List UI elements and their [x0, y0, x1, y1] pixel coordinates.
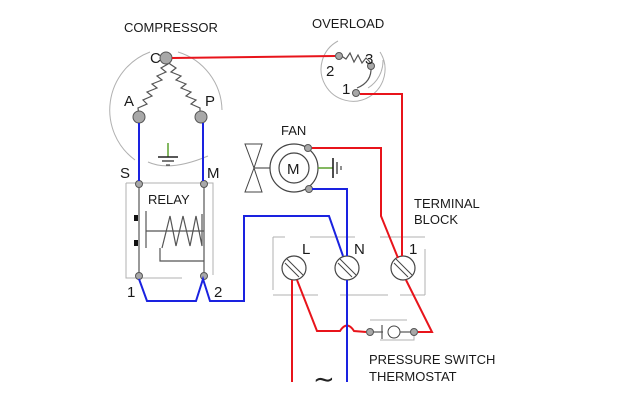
compressor-label: COMPRESSOR — [124, 20, 218, 35]
wire-fan-live — [312, 147, 399, 259]
overload-label: OVERLOAD — [312, 16, 384, 31]
terminal-c — [159, 51, 173, 65]
fan: FAN M — [244, 123, 342, 193]
compressor-housing-left — [109, 51, 151, 161]
screw-terminal-1 — [390, 255, 416, 281]
overload-terminal-1 — [352, 89, 360, 97]
overload-terminal-1-label: 1 — [342, 81, 350, 98]
terminal-block-label-1: TERMINAL — [414, 196, 480, 211]
run-winding-icon — [166, 59, 201, 116]
overload-terminal-2-label: 2 — [326, 63, 334, 80]
terminal-n-label: N — [354, 241, 365, 258]
terminal-a-label: A — [124, 93, 134, 110]
relay-housing-top — [126, 182, 214, 275]
fan-blade-icon — [244, 143, 263, 193]
overload-bimetal — [356, 66, 372, 89]
pressure-switch: PRESSURE SWITCH THERMOSTAT — [366, 319, 495, 384]
pressure-switch-label-1: PRESSURE SWITCH — [369, 352, 495, 367]
relay-coil-icon — [161, 214, 203, 249]
compressor-housing-right — [177, 51, 223, 111]
terminal-l-label: L — [302, 241, 310, 258]
terminal-c-label: C — [150, 50, 161, 67]
relay-terminal-m-label: M — [207, 165, 220, 182]
screw-terminal-l — [281, 255, 307, 281]
fan-label: FAN — [281, 123, 306, 138]
relay-terminal-2-label: 2 — [214, 284, 222, 301]
fan-terminal-live — [304, 144, 312, 152]
pressure-switch-terminal-left — [366, 328, 374, 336]
terminal-block: TERMINAL BLOCK L N 1 — [272, 196, 480, 296]
wire-terminal-1-to-switch — [405, 279, 434, 333]
wire-overload-to-terminal-1 — [360, 93, 403, 256]
wire-c-to-overload — [171, 55, 336, 59]
relay-contact-lower — [134, 240, 138, 246]
overload-housing-right — [367, 59, 384, 89]
pressure-switch-terminal-right — [410, 328, 418, 336]
overload-housing — [320, 40, 386, 102]
thermostat-bulb-icon — [387, 325, 401, 339]
fan-motor-symbol: M — [287, 161, 300, 178]
compressor: COMPRESSOR C A P — [109, 20, 223, 167]
pressure-switch-label-2: THERMOSTAT — [369, 369, 457, 384]
terminal-1-label: 1 — [409, 241, 417, 258]
overload-terminal-2 — [335, 52, 343, 60]
ac-source-icon: ∼ — [313, 365, 335, 395]
relay-terminal-1-label: 1 — [127, 284, 135, 301]
overload: OVERLOAD 2 3 1 — [312, 16, 386, 102]
relay-terminal-1 — [135, 272, 143, 280]
terminal-p-label: P — [205, 93, 215, 110]
relay-terminal-s-label: S — [120, 165, 130, 182]
terminal-a — [132, 110, 146, 124]
relay-coil-return — [159, 248, 204, 262]
relay-terminal-2 — [200, 272, 208, 280]
start-winding-icon — [137, 59, 169, 117]
wire-l-to-switch — [296, 279, 367, 333]
screw-terminal-n — [334, 255, 360, 281]
compressor-housing-bottom — [147, 155, 209, 167]
relay-contact-upper — [134, 215, 138, 221]
wire-fan-neutral — [312, 188, 348, 256]
wire-relay-to-n — [138, 215, 344, 302]
relay-label: RELAY — [148, 192, 190, 207]
terminal-p — [194, 110, 208, 124]
overload-heater-icon — [339, 51, 371, 65]
fan-terminal-neutral — [305, 185, 313, 193]
overload-terminal-3-label: 3 — [365, 51, 373, 68]
terminal-block-label-2: BLOCK — [414, 212, 458, 227]
fan-ground-icon — [332, 158, 342, 178]
relay-housing-left — [125, 183, 182, 279]
relay: RELAY S M 1 2 — [120, 165, 222, 301]
relay-terminal-s — [135, 180, 143, 188]
overload-terminal-3 — [367, 62, 375, 70]
fan-motor-inner — [278, 152, 310, 184]
ground-icon — [158, 156, 178, 166]
